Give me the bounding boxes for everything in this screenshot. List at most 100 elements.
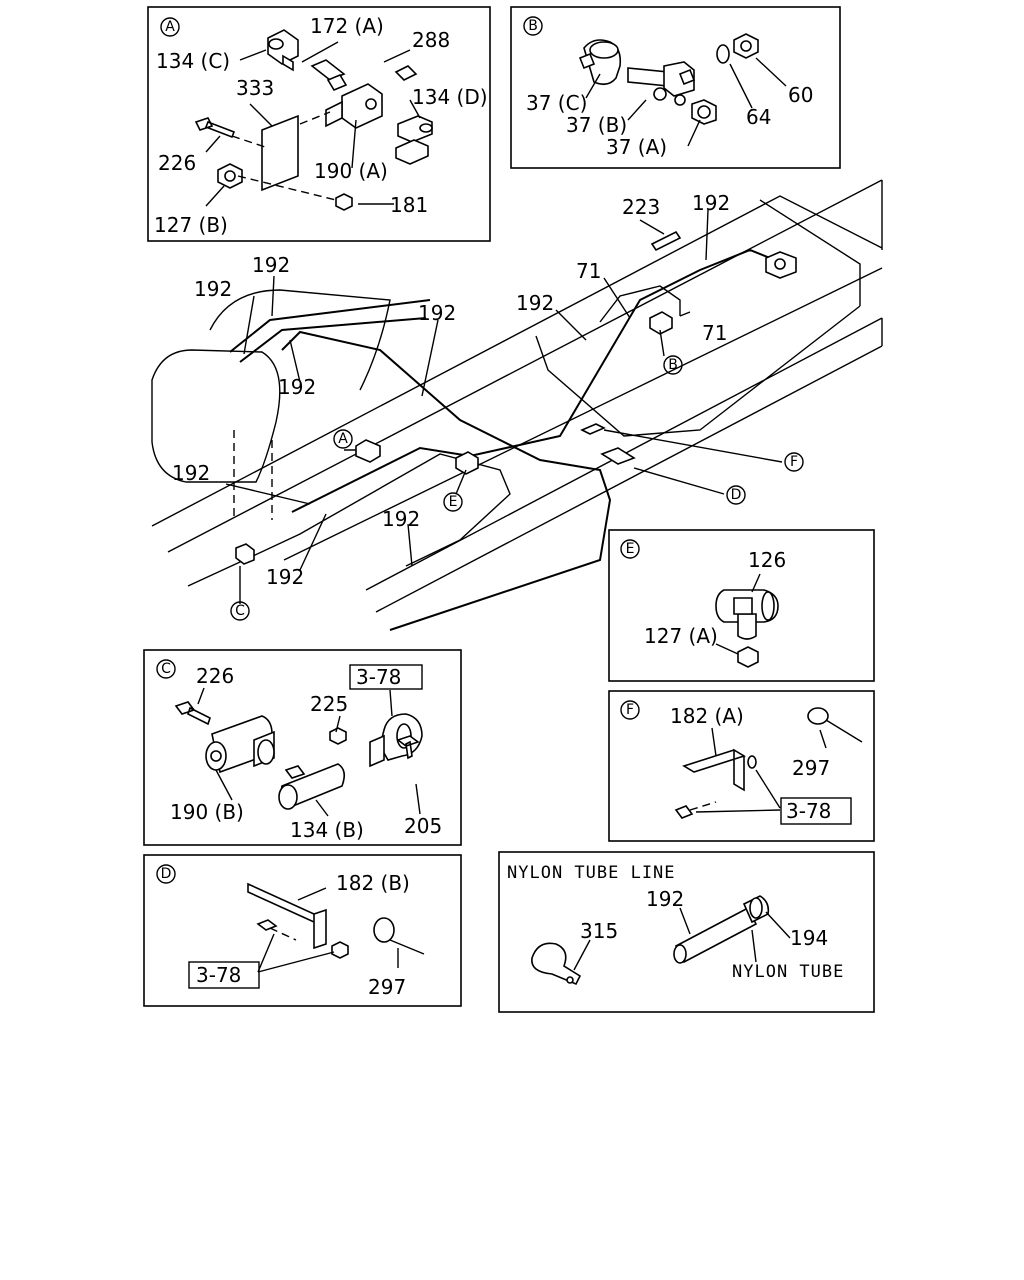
callout-a: A [338,431,348,447]
callout-b-circle [663,355,683,375]
fitting-134d [395,115,433,165]
pipe-192-long [291,248,781,513]
washer-64 [716,44,730,64]
nut-60 [733,33,759,59]
label-64: 64 [746,105,771,129]
ref-3-78-f[interactable]: 3-78 [786,799,831,823]
panel-d-tag: D [161,866,172,882]
nut-127b [217,163,243,189]
label-127b: 127 (B) [154,213,228,237]
panel-b-frame [510,6,841,169]
bolt-226 [194,117,236,139]
bracket-182a [682,748,746,792]
label-181: 181 [390,193,428,217]
panel-c-tag: C [161,661,171,677]
air-tank-front [151,349,281,483]
label-134b: 134 (B) [290,818,364,842]
panel-a-tag-circle [160,17,180,37]
clip-f [580,423,606,435]
elbow-37c [578,39,622,86]
plug-288 [394,65,418,81]
ref-3-78-c[interactable]: 3-78 [356,665,401,689]
fitting-at-e [455,451,479,475]
nylon-panel-title: NYLON TUBE LINE [507,863,676,883]
label-333: 333 [236,76,274,100]
clip-315 [531,942,582,986]
label-134d: 134 (D) [412,85,488,109]
label-182b: 182 (B) [336,871,410,895]
bracket-333 [261,114,299,192]
label-315: 315 [580,919,618,943]
fitting-134b [278,763,346,810]
nut-225 [329,727,347,745]
label-182a: 182 (A) [670,704,744,728]
panel-a-frame [147,6,491,242]
panel-d-tag-circle [156,864,176,884]
label-192-nylon: 192 [646,887,684,911]
banjo-37b [627,61,696,106]
tee-126 [715,589,779,640]
air-tank-rear [209,289,391,391]
tee-190a [325,83,383,129]
label-60: 60 [788,83,813,107]
callout-b: B [668,357,678,373]
panel-b-tag-circle [523,16,543,36]
nut-d [331,941,349,959]
callout-d: D [731,487,742,503]
label-192-a: 192 [252,253,290,277]
nylon-tube-192 [673,906,758,964]
bolt-f [674,805,694,819]
ref-3-78-d[interactable]: 3-78 [196,963,241,987]
fitting-134c [267,29,299,72]
panel-c-tag-circle [156,659,176,679]
panel-c: C 226 225 3-78 190 (B) [143,649,462,846]
label-37c: 37 (C) [526,91,587,115]
label-37b: 37 (B) [566,113,627,137]
label-194: 194 [790,926,828,950]
label-172a: 172 (A) [310,14,384,38]
label-205: 205 [404,814,442,838]
label-134c: 134 (C) [156,49,230,73]
hose-71 [599,285,681,323]
clip-297-d [373,917,425,955]
panel-f-tag-circle [620,700,640,720]
callout-e-circle [443,492,463,512]
label-297-d: 297 [368,975,406,999]
label-nylon-tube: NYLON TUBE [732,962,844,982]
panel-b: B 37 (C) 37 (B) 37 (A) 6 [510,6,841,169]
panel-a: A [147,6,491,242]
label-288: 288 [412,28,450,52]
panel-f: F 182 (A) 297 3-78 [608,690,875,842]
ref-box-d [188,961,260,989]
label-192-g: 192 [266,565,304,589]
bracket-182b [247,882,327,950]
callout-f-circle [784,452,804,472]
label-225: 225 [310,692,348,716]
bracket-d [600,447,636,465]
fitting-172a [310,59,348,92]
panel-e: E 126 127 (A) [608,529,875,682]
panel-b-tag: B [528,18,538,34]
callout-a-circle [333,429,353,449]
panel-a-tag: A [165,19,175,35]
panel-e-tag: E [626,541,635,557]
label-71-right: 71 [702,321,727,345]
panel-e-tag-circle [620,539,640,559]
nut-127a [737,646,759,668]
label-190a: 190 (A) [314,159,388,183]
panel-e-frame [608,529,875,682]
panel-d: D 182 (B) 3-78 297 [143,854,462,1007]
label-192-mid: 192 [516,291,554,315]
panel-d-frame [143,854,462,1007]
callout-c: C [235,603,245,619]
main-chassis-view: 223 192 71 71 192 192 192 192 192 192 19… [151,179,883,631]
callout-c-circle [230,601,250,621]
nut-181 [335,193,353,211]
label-192-d: 192 [278,375,316,399]
valve-top-right [765,251,797,279]
panel-f-frame [608,690,875,842]
ref-box-f [780,797,852,825]
panel-f-tag: F [626,702,634,718]
callout-d-circle [726,485,746,505]
